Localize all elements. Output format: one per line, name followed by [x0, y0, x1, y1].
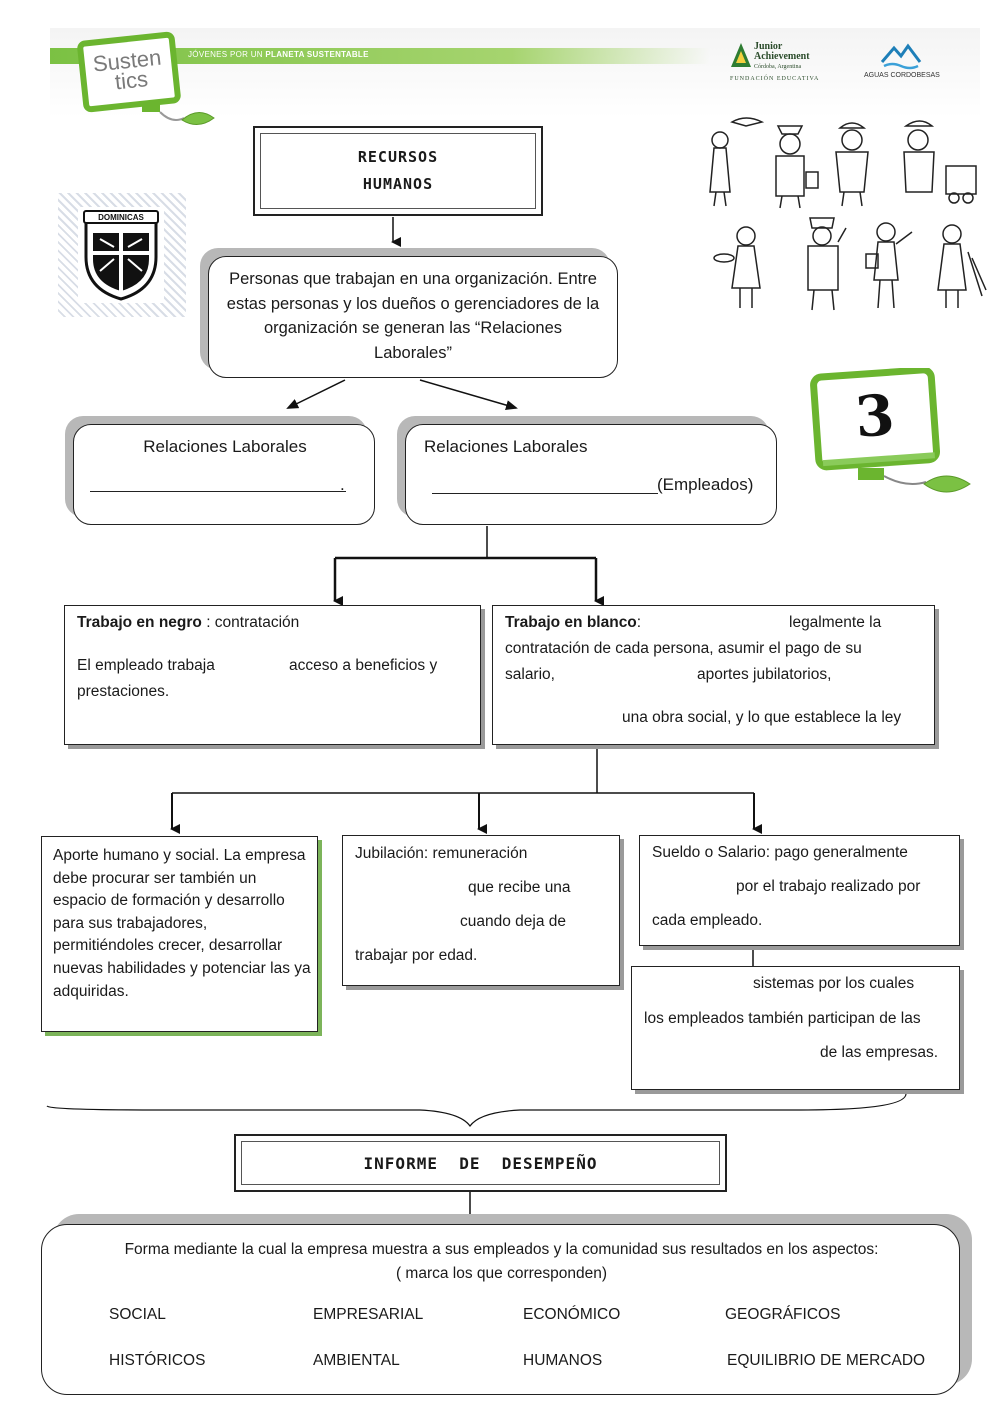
ja-triangle-icon: [731, 43, 751, 67]
blanco-line3b: aportes jubilatorios,: [697, 666, 832, 683]
informe-box: Forma mediante la cual la empresa muestr…: [41, 1224, 960, 1395]
ja-logo-line2: Achievement: [754, 51, 810, 62]
relaciones-left-title: Relaciones Laborales: [143, 437, 307, 456]
negro-line3: prestaciones.: [77, 683, 170, 700]
jubilacion-line3: cuando deja de: [460, 913, 567, 930]
fill-in-blank-line[interactable]: [90, 491, 346, 492]
trabajo-blanco-box: Trabajo en blanco: legalmente la contrat…: [492, 605, 935, 745]
pilot-icon: [775, 125, 819, 209]
ja-logo-line1: Junior: [754, 41, 783, 52]
header-band: [50, 28, 980, 118]
relaciones-left-box: Relaciones Laborales .: [73, 424, 375, 525]
option-equilibrio-de-mercado[interactable]: EQUILIBRIO DE MERCADO: [727, 1352, 926, 1369]
blanco-line3a: salario,: [505, 666, 555, 683]
title-line2: HUMANOS: [362, 175, 434, 193]
jubilacion-line2: que recibe una: [468, 879, 571, 896]
informe-description: Forma mediante la cual la empresa muestr…: [124, 1241, 879, 1258]
seal-label: DOMINICAS: [98, 213, 144, 222]
aporte-text: Aporte humano y social. La empresa debe …: [53, 847, 311, 1000]
mountains-water-icon: [880, 43, 922, 70]
option-empresarial[interactable]: EMPRESARIAL: [313, 1306, 424, 1323]
negro-line2a: El empleado trabaja: [77, 657, 215, 674]
relaciones-right-suffix: (Empleados): [657, 475, 754, 494]
definition-text: Personas que trabajan en una organizació…: [226, 270, 600, 362]
blanco-title: Trabajo en blanco: [505, 614, 637, 631]
junior-achievement-logo: Junior Achievement Córdoba, Argentina FU…: [722, 36, 824, 86]
blanco-line2: contratación de cada persona, asumir el …: [505, 640, 862, 657]
leaf-icon: [923, 475, 971, 493]
ja-logo-line3: Córdoba, Argentina: [754, 64, 802, 70]
sueldo-box: Sueldo o Salario: pago generalmente por …: [639, 835, 960, 946]
sueldo-line2: por el trabajo realizado por: [736, 878, 921, 895]
aguas-logo-text: AGUAS CORDOBESAS: [864, 72, 940, 79]
mechanic-icon: [835, 122, 869, 207]
jubilacion-line4: trabajar por edad.: [355, 947, 478, 964]
sueldo-line3: cada empleado.: [652, 912, 763, 929]
negro-title: Trabajo en negro: [77, 614, 202, 631]
sueldo-line1: Sueldo o Salario: pago generalmente: [652, 844, 908, 861]
number-monitor-badge: 3: [810, 368, 971, 493]
blanco-line1b: legalmente la: [789, 614, 882, 631]
participacion-line3: de las empresas.: [820, 1044, 939, 1061]
aporte-humano-box: Aporte humano y social. La empresa debe …: [41, 836, 318, 1032]
aguas-cordobesas-logo: AGUAS CORDOBESAS: [858, 40, 942, 86]
logo-cable-leaf-icon: [142, 104, 215, 125]
fill-in-blank-line[interactable]: [432, 493, 658, 494]
relaciones-right-box: Relaciones Laborales (Empleados): [405, 424, 777, 525]
option-historicos[interactable]: HISTÓRICOS: [109, 1352, 206, 1369]
definition-box: Personas que trabajan en una organizació…: [208, 256, 618, 378]
option-social[interactable]: SOCIAL: [109, 1306, 166, 1323]
stewardess-icon: [709, 117, 765, 207]
blanco-title-rest: :: [636, 614, 642, 631]
ja-logo-subtitle: FUNDACIÓN EDUCATIVA: [730, 76, 820, 82]
shield-icon: DOMINICAS: [83, 210, 159, 301]
jubilacion-box: Jubilación: remuneración que recibe una …: [342, 835, 620, 986]
negro-title-rest: : contratación: [201, 614, 300, 631]
option-humanos[interactable]: HUMANOS: [523, 1352, 603, 1369]
participacion-box: sistemas por los cuales los empleados ta…: [631, 966, 960, 1090]
option-ambiental[interactable]: AMBIENTAL: [313, 1352, 400, 1369]
logo-text-line2: tics: [113, 66, 150, 95]
trabajo-negro-box: Trabajo en negro : contratación El emple…: [64, 605, 481, 745]
participacion-line2: los empleados también participan de las: [644, 1010, 921, 1027]
relaciones-right-title: Relaciones Laborales: [424, 437, 588, 456]
option-economico[interactable]: ECONÓMICO: [523, 1306, 621, 1323]
option-geograficos[interactable]: GEOGRÁFICOS: [725, 1306, 841, 1323]
teacher-icon: [865, 222, 913, 309]
informe-note: ( marca los que corresponden): [395, 1265, 608, 1282]
relaciones-left-suffix: .: [340, 475, 345, 494]
informe-title: INFORME DE DESEMPEÑO: [363, 1153, 598, 1173]
farmer-girl-icon: [937, 224, 987, 308]
police-officer-icon: [807, 217, 847, 311]
header-tagline: JÓVENES POR UN PLANETA SUSTENTABLE: [188, 50, 369, 59]
badge-number: 3: [853, 382, 896, 451]
dominicas-seal: DOMINICAS: [58, 193, 186, 317]
jubilacion-line1: Jubilación: remuneración: [355, 845, 528, 862]
participacion-line1: sistemas por los cuales: [753, 975, 915, 992]
header-green-bar: [50, 48, 710, 64]
title-line1: RECURSOS: [357, 148, 439, 166]
train-driver-icon: [903, 120, 977, 204]
negro-line2b: acceso a beneficios y: [289, 657, 438, 674]
blanco-line4: una obra social, y lo que establece la l…: [622, 709, 902, 726]
waitress-icon: [713, 226, 761, 308]
title-informe-desempeno: INFORME DE DESEMPEÑO: [234, 1134, 727, 1192]
title-recursos-humanos: RECURSOS HUMANOS: [253, 126, 543, 216]
workers-illustration: [709, 117, 987, 311]
